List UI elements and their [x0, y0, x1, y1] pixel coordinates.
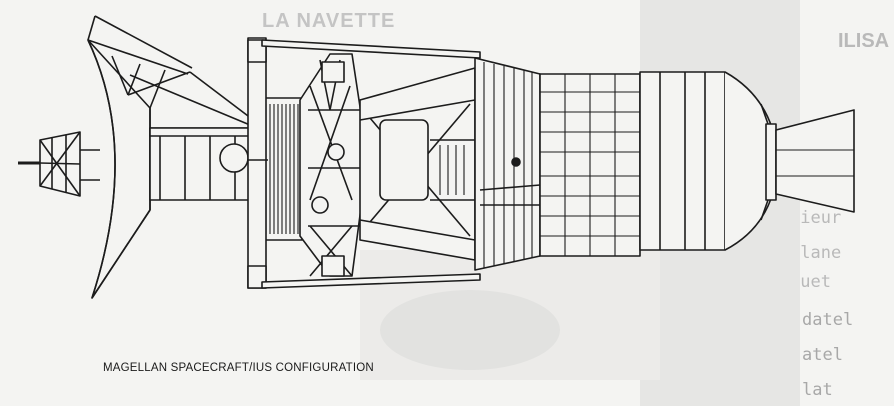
bleed-line: plane: [790, 243, 842, 263]
bleed-line: rieur: [790, 208, 842, 228]
background-shading: [360, 0, 800, 406]
ius-second-stage: [639, 71, 779, 251]
ius-first-stage: [474, 57, 641, 271]
solar-panels: [261, 39, 481, 289]
bleed-line: atel: [802, 345, 843, 365]
altimeter-antenna: [18, 131, 100, 197]
bleed-header: LA NAVETTE: [262, 10, 396, 32]
rocket-nozzle: [760, 103, 855, 221]
bleed-line: ILISA: [838, 30, 890, 52]
high-gain-dish: [87, 15, 261, 299]
bleed-line: datel: [802, 310, 854, 330]
adapter-truss: [299, 53, 363, 277]
equipment-module: [247, 37, 303, 289]
bleed-line: lat: [802, 380, 833, 400]
bleed-line: quet: [790, 272, 831, 292]
propulsion-stage: [359, 67, 476, 261]
figure-caption: MAGELLAN SPACECRAFT/IUS CONFIGURATION: [103, 362, 374, 374]
